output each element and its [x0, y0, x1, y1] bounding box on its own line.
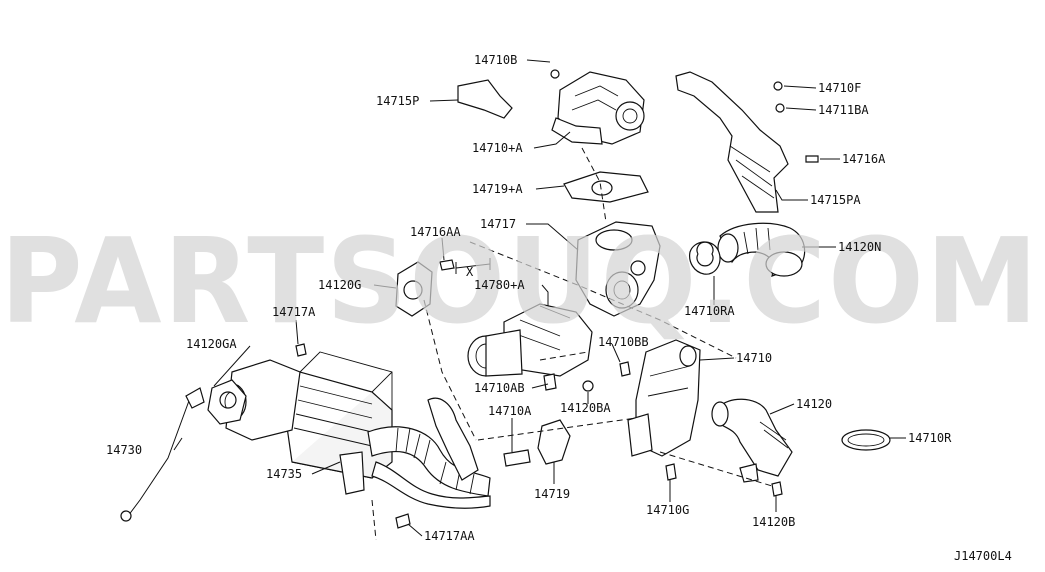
label-14710B: 14710B — [474, 53, 517, 67]
label-14710A-plus: 14710+A — [472, 141, 523, 155]
label-14780A: 14780+A — [474, 278, 525, 292]
label-14715PA: 14715PA — [810, 193, 861, 207]
label-14710G: 14710G — [646, 503, 689, 517]
gasket-14120GA-part — [207, 379, 247, 425]
label-14735: 14735 — [266, 467, 302, 481]
gasket-14719A-part — [563, 171, 649, 203]
diagram-code: J14700L4 — [954, 549, 1012, 563]
label-14120GA: 14120GA — [186, 337, 237, 351]
label-14710F: 14710F — [818, 81, 861, 95]
hose-14120N-part — [717, 222, 806, 277]
label-14120G: 14120G — [318, 278, 361, 292]
egr-valve-part — [550, 69, 645, 145]
label-14710BB: 14710BB — [598, 335, 649, 349]
label-14120BA: 14120BA — [560, 401, 611, 415]
label-14711BA: 14711BA — [818, 103, 869, 117]
leader-lines — [173, 59, 906, 537]
clamp-14710R-part — [841, 429, 891, 451]
gasket-14120G-part — [395, 261, 433, 317]
dimension-x — [455, 258, 491, 274]
label-14717AA: 14717AA — [424, 529, 475, 543]
label-dimension-x: X — [466, 265, 474, 279]
label-14719A-plus: 14719+A — [472, 182, 523, 196]
gasket-14719-part — [537, 419, 571, 465]
label-14715P: 14715P — [376, 94, 419, 108]
bracket-14715PA-part — [675, 71, 819, 213]
sensor-14730-part — [120, 387, 205, 522]
label-14719: 14719 — [534, 487, 570, 501]
label-14710RA: 14710RA — [684, 304, 735, 318]
label-14120N: 14120N — [838, 240, 881, 254]
label-14717: 14717 — [480, 217, 516, 231]
label-14716A: 14716A — [842, 152, 886, 166]
label-14716AA: 14716AA — [410, 225, 461, 239]
fasteners — [295, 259, 783, 529]
clamp-14710RA-part — [689, 241, 721, 275]
bracket-14715P-part — [457, 79, 513, 119]
watermark-text: PARTSOUQ.COM — [0, 212, 1040, 350]
label-14717A: 14717A — [272, 305, 316, 319]
egr-tube-part — [367, 397, 491, 509]
label-14120B: 14120B — [752, 515, 795, 529]
actuator-14780A-part — [467, 303, 593, 377]
valve-14710-part — [627, 339, 701, 457]
label-14710AB: 14710AB — [474, 381, 525, 395]
assembly-lines — [371, 147, 773, 541]
part-labels: 14710B 14715P 14710+A 14719+A 14710F 147… — [106, 53, 1012, 563]
label-14710A: 14710A — [488, 404, 532, 418]
label-14710R: 14710R — [908, 431, 952, 445]
label-14730: 14730 — [106, 443, 142, 457]
hose-14120-part — [711, 398, 793, 483]
egr-cooler-part — [217, 351, 393, 495]
label-14710: 14710 — [736, 351, 772, 365]
housing-14717-part — [575, 221, 661, 317]
label-14120: 14120 — [796, 397, 832, 411]
